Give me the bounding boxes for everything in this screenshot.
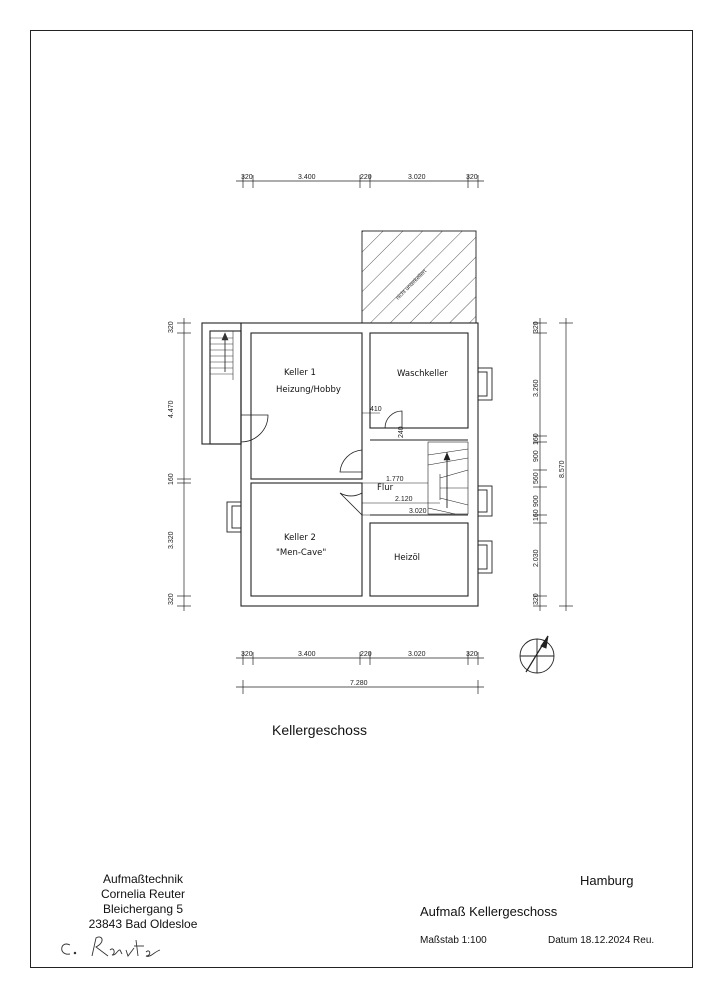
bottom-dimension-chain bbox=[236, 652, 484, 694]
room-label-keller1-use: Heizung/Hobby bbox=[276, 385, 341, 395]
window-wells bbox=[226, 367, 493, 574]
right-dimension-chain bbox=[533, 318, 573, 611]
dim-inner-410: 410 bbox=[370, 406, 382, 413]
dim-bottom-total: 7.280 bbox=[350, 680, 368, 687]
room-keller2-outline bbox=[250, 482, 363, 597]
hatched-area-not-basemented: nicht unterkellert bbox=[361, 230, 477, 324]
dim-inner-3020: 3.020 bbox=[409, 508, 427, 515]
room-waschkeller-outline bbox=[369, 332, 469, 429]
dim-right-6: 900 bbox=[533, 495, 540, 507]
dim-top-3: 220 bbox=[360, 174, 372, 181]
dim-right-3: 160 bbox=[533, 433, 540, 445]
north-arrow-icon bbox=[519, 635, 555, 674]
dim-bottom-4: 3.020 bbox=[408, 651, 426, 658]
room-label-waschkeller: Waschkeller bbox=[397, 369, 448, 379]
dim-inner-240: 240 bbox=[398, 426, 405, 438]
room-label-keller2-use: "Men-Cave" bbox=[276, 548, 326, 558]
door-keller1-outside bbox=[240, 414, 269, 443]
dim-right-5: 560 bbox=[533, 472, 540, 484]
dim-top-2: 3.400 bbox=[298, 174, 316, 181]
dim-bottom-2: 3.400 bbox=[298, 651, 316, 658]
dim-left-5: 320 bbox=[168, 593, 175, 605]
dim-top-1: 320 bbox=[241, 174, 253, 181]
scale-label: Maßstab 1:100 bbox=[420, 935, 487, 946]
dim-right-9: 320 bbox=[533, 593, 540, 605]
door-waschkeller bbox=[384, 410, 403, 429]
dim-right-4: 900 bbox=[533, 450, 540, 462]
right-dimension-labels: 320 3.260 160 900 560 900 160 2.030 320 … bbox=[533, 321, 566, 605]
dim-right-8: 2.030 bbox=[533, 549, 540, 567]
dim-left-3: 160 bbox=[168, 473, 175, 485]
top-dimension-labels: 320 3.400 220 3.020 320 bbox=[241, 174, 478, 181]
room-label-keller2: Keller 2 bbox=[284, 533, 316, 543]
dim-right-7: 160 bbox=[533, 509, 540, 521]
project-city: Hamburg bbox=[580, 873, 634, 888]
dim-right-2: 3.260 bbox=[533, 379, 540, 397]
inner-dimension-lines bbox=[362, 412, 468, 516]
dim-inner-2120: 2.120 bbox=[395, 496, 413, 503]
external-stair bbox=[210, 331, 234, 380]
dim-left-2: 4.470 bbox=[168, 400, 175, 418]
dim-right-total: 8.570 bbox=[559, 460, 566, 478]
bottom-dimension-labels: 320 3.400 220 3.020 320 7.280 bbox=[241, 651, 478, 687]
left-dimension-chain bbox=[177, 318, 191, 611]
project-subject: Aufmaß Kellergeschoss bbox=[420, 904, 558, 919]
room-labels: Keller 1 Heizung/Hobby Waschkeller Flur … bbox=[276, 368, 448, 563]
company-address-block: Aufmaßtechnik Cornelia Reuter Bleicherga… bbox=[83, 872, 203, 932]
room-heizoel-outline bbox=[369, 522, 469, 597]
dim-inner-1770: 1.770 bbox=[386, 476, 404, 483]
dim-left-1: 320 bbox=[168, 321, 175, 333]
date-label: Datum 18.12.2024 Reu. bbox=[548, 935, 655, 946]
door-keller1-flur bbox=[339, 449, 363, 473]
dim-bottom-5: 320 bbox=[466, 651, 478, 658]
plan-title: Kellergeschoss bbox=[272, 722, 367, 738]
internal-staircase bbox=[427, 441, 469, 515]
dim-bottom-1: 320 bbox=[241, 651, 253, 658]
top-dimension-chain bbox=[236, 175, 484, 188]
dim-right-1: 320 bbox=[533, 321, 540, 333]
dim-bottom-3: 220 bbox=[360, 651, 372, 658]
room-label-flur: Flur bbox=[377, 483, 394, 493]
company-city: 23843 Bad Oldesloe bbox=[88, 917, 198, 931]
company-street: Bleichergang 5 bbox=[102, 902, 184, 916]
left-dimension-labels: 320 4.470 160 3.320 320 bbox=[168, 321, 175, 605]
room-outlines bbox=[250, 332, 469, 597]
dim-top-5: 320 bbox=[466, 174, 478, 181]
company-person: Cornelia Reuter bbox=[100, 887, 186, 901]
outer-walls bbox=[201, 322, 479, 607]
room-keller1-outline bbox=[250, 332, 363, 480]
doors bbox=[240, 410, 403, 516]
door-keller2-flur bbox=[339, 492, 363, 516]
drawing-sheet-border bbox=[30, 30, 693, 968]
signature bbox=[61, 936, 161, 957]
room-label-keller1: Keller 1 bbox=[284, 368, 316, 378]
company-name: Aufmaßtechnik bbox=[102, 872, 184, 886]
dim-left-4: 3.320 bbox=[168, 531, 175, 549]
dim-top-4: 3.020 bbox=[408, 174, 426, 181]
room-label-heizoel: Heizöl bbox=[394, 553, 420, 563]
inner-dimension-labels: 410 240 1.770 2.120 3.020 bbox=[370, 406, 427, 515]
